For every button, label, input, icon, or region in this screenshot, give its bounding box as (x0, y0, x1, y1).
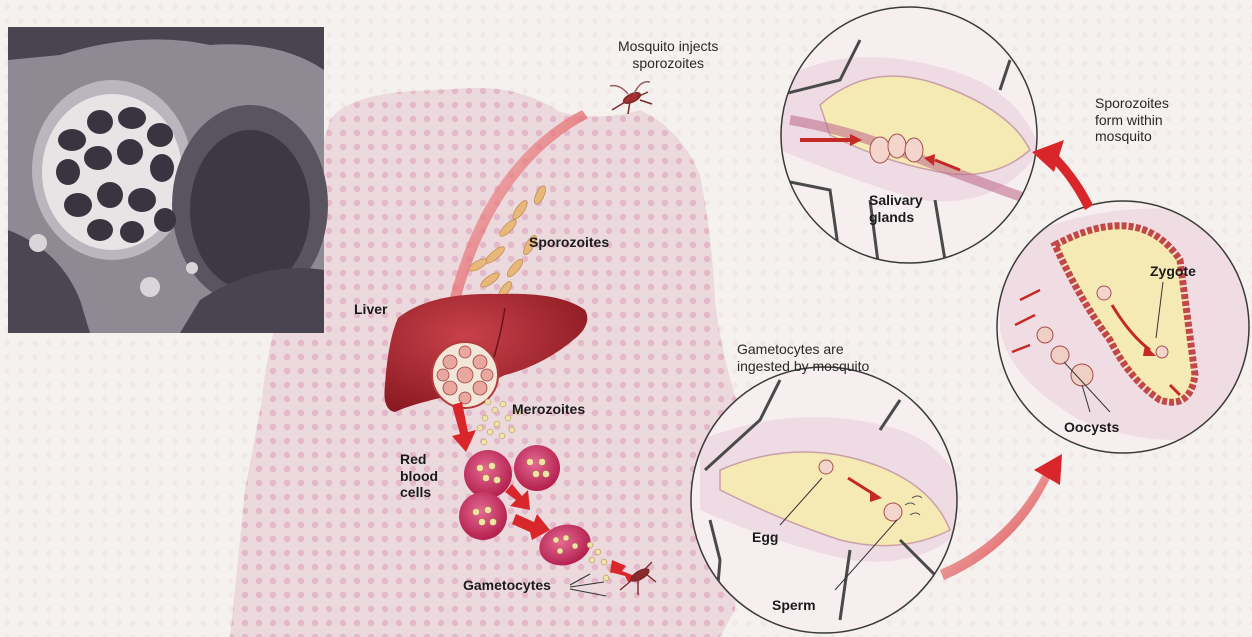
label-egg: Egg (752, 529, 778, 546)
micrograph-image (8, 27, 328, 333)
label-line: Red (400, 451, 438, 468)
label-line: mosquito (1095, 128, 1169, 145)
label-line: blood (400, 468, 438, 485)
label-sporozoites: Sporozoites (529, 234, 609, 251)
label-oocysts: Oocysts (1064, 419, 1119, 436)
label-sporozoites-form-within-mosquito: Sporozoites form within mosquito (1095, 95, 1169, 145)
label-liver: Liver (354, 301, 387, 318)
zygote-oocysts-circle (997, 201, 1252, 453)
label-gametocytes-ingested: Gametocytes are ingested by mosquito (737, 341, 869, 374)
label-line: sporozoites (618, 55, 718, 72)
label-merozoites: Merozoites (512, 401, 585, 418)
label-line: Gametocytes are (737, 341, 869, 358)
label-sperm: Sperm (772, 597, 816, 614)
label-salivary-glands: Salivary glands (869, 192, 923, 225)
label-line: Salivary (869, 192, 923, 209)
label-line: ingested by mosquito (737, 358, 869, 375)
label-line: cells (400, 484, 438, 501)
label-line: form within (1095, 112, 1169, 129)
label-line: Mosquito injects (618, 38, 718, 55)
liver-lobule (432, 342, 498, 408)
label-mosquito-injects: Mosquito injects sporozoites (618, 38, 718, 71)
label-gametocytes: Gametocytes (463, 577, 551, 594)
label-zygote: Zygote (1150, 263, 1196, 280)
label-line: Sporozoites (1095, 95, 1169, 112)
label-red-blood-cells: Red blood cells (400, 451, 438, 501)
label-line: glands (869, 209, 923, 226)
